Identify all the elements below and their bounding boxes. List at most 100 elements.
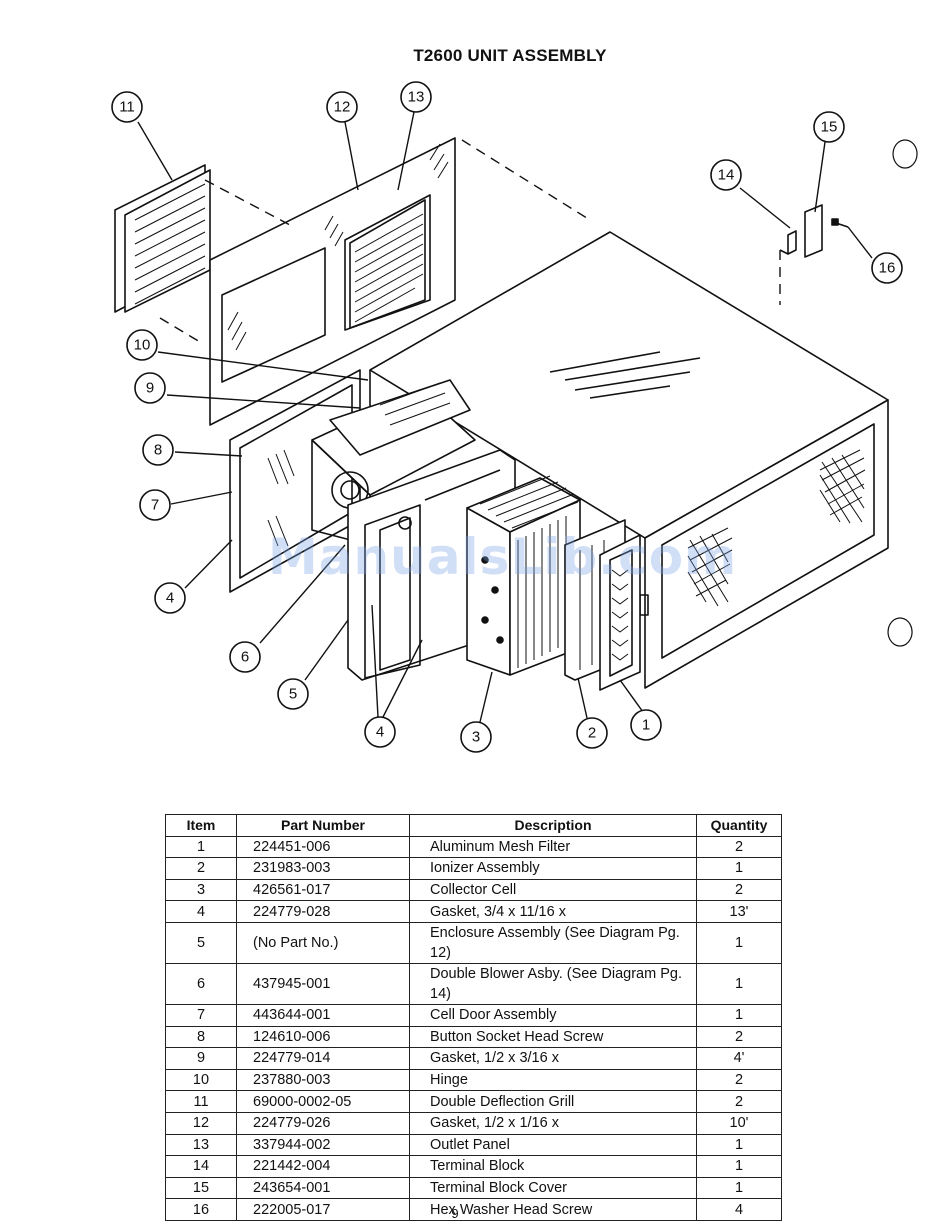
cell-quantity: 1 — [696, 1155, 782, 1178]
cell-description: Terminal Block Cover — [409, 1176, 697, 1200]
cell-description: Enclosure Assembly (See Diagram Pg. 12) — [409, 921, 697, 964]
callout-label: 5 — [289, 686, 297, 703]
callout-6 — [229, 641, 261, 673]
callout-label: 16 — [879, 260, 896, 277]
cell-part-number: 124610-006 — [236, 1025, 410, 1049]
cell-part-number: 69000-0002-05 — [236, 1090, 410, 1113]
cell-quantity: 13' — [696, 900, 782, 923]
callout-label: 12 — [334, 99, 351, 116]
terminal-block-14 — [787, 230, 797, 255]
cell-item: 15 — [165, 1176, 237, 1200]
callout-9 — [134, 372, 166, 404]
cell-description: Double Deflection Grill — [409, 1090, 697, 1113]
cell-quantity: 1 — [696, 1003, 782, 1027]
callout-label: 10 — [134, 337, 151, 354]
callout-label: 7 — [151, 497, 159, 514]
callout-label: 11 — [119, 99, 135, 116]
cell-part-number: 231983-003 — [236, 857, 410, 880]
terminal-block-cover-15 — [804, 204, 823, 258]
cell-description: Gasket, 1/2 x 3/16 x — [409, 1047, 697, 1070]
page-number: 9 — [451, 1206, 459, 1221]
callout-label: 4 — [166, 590, 174, 607]
callout-label: 4 — [376, 724, 384, 741]
callout-16 — [871, 252, 903, 284]
header-part-number: Part Number — [236, 814, 410, 837]
cell-item: 7 — [165, 1003, 237, 1027]
cell-part-number: 237880-003 — [236, 1068, 410, 1092]
header-description: Description — [409, 814, 697, 837]
callout-label: 8 — [154, 442, 162, 459]
cell-part-number: 443644-001 — [236, 1003, 410, 1027]
cell-item: 6 — [165, 962, 237, 1005]
cell-quantity: 2 — [696, 835, 782, 859]
double-blower-6 — [311, 379, 476, 546]
callout-15 — [813, 111, 845, 143]
cell-quantity: 4' — [696, 1047, 782, 1070]
callout-1 — [630, 709, 662, 741]
cell-part-number: 221442-004 — [236, 1155, 410, 1178]
callout-label: 14 — [718, 167, 735, 184]
callout-10 — [126, 329, 158, 361]
callout-11 — [111, 91, 143, 123]
cell-description: Button Socket Head Screw — [409, 1025, 697, 1049]
table-row: 5(No Part No.)Enclosure Assembly (See Di… — [165, 921, 782, 964]
cell-quantity: 1 — [696, 962, 782, 1005]
cell-description: Aluminum Mesh Filter — [409, 835, 697, 859]
cell-quantity: 2 — [696, 1025, 782, 1049]
callout-label: 1 — [642, 717, 650, 734]
cabinet-enclosure — [369, 231, 889, 689]
callout-5 — [277, 678, 309, 710]
cell-item: 3 — [165, 878, 237, 902]
callout-label: 15 — [821, 119, 838, 136]
cell-description: Terminal Block — [409, 1155, 697, 1178]
cell-item: 5 — [165, 921, 237, 964]
header-item: Item — [165, 814, 237, 837]
collector-cell-3 — [466, 475, 581, 676]
cell-description: Ionizer Assembly — [409, 857, 697, 880]
cell-quantity: 1 — [696, 921, 782, 964]
watermark: ManualsLib.com — [268, 528, 738, 586]
cell-description: Hinge — [409, 1068, 697, 1092]
callout-8 — [142, 434, 174, 466]
callout-label: 9 — [146, 380, 154, 397]
exploded-assembly-diagram: 1 2 3 4 4 5 6 7 8 9 10 11 12 13 14 15 16 — [111, 81, 918, 753]
cell-quantity: 2 — [696, 878, 782, 902]
cell-item: 4 — [165, 900, 237, 923]
cell-part-number: 224779-026 — [236, 1111, 410, 1135]
aluminum-mesh-filter-1 — [599, 534, 641, 691]
cell-item: 8 — [165, 1025, 237, 1049]
cell-item: 14 — [165, 1155, 237, 1178]
callout-label: 13 — [408, 89, 425, 106]
cell-description: Gasket, 3/4 x 11/16 x — [409, 900, 697, 923]
cell-part-number: 243654-001 — [236, 1176, 410, 1200]
cell-description: Cell Door Assembly — [409, 1003, 697, 1027]
cell-description: Double Blower Asby. (See Diagram Pg. 14) — [409, 962, 697, 1005]
cell-quantity: 1 — [696, 1133, 782, 1157]
header-quantity: Quantity — [696, 814, 782, 837]
cell-description: Hex Washer Head Screw — [409, 1198, 697, 1221]
cell-description: Collector Cell — [409, 878, 697, 902]
binding-holes — [887, 139, 918, 647]
callout-4-left — [154, 582, 186, 614]
cell-quantity: 1 — [696, 857, 782, 880]
cell-item: 9 — [165, 1047, 237, 1070]
cell-part-number: 426561-017 — [236, 878, 410, 902]
cell-part-number: 224451-006 — [236, 835, 410, 859]
table-header-row: Item Part Number Description Quantity — [165, 814, 782, 837]
hex-washer-screw-16 — [831, 218, 849, 228]
callout-3 — [460, 721, 492, 753]
